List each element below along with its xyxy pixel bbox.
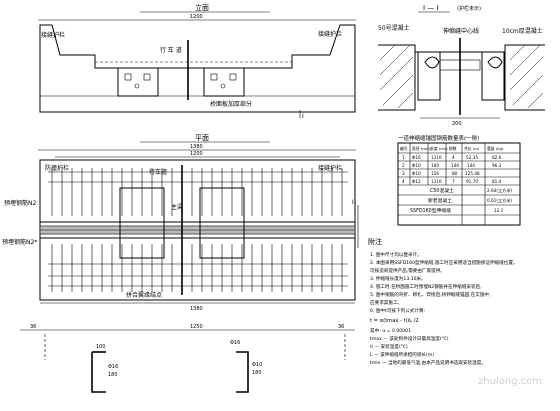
note-line: 1. 图中尺寸均以厘米计。 [370, 251, 422, 258]
detail-bar1-dim-top: 100 [96, 344, 106, 350]
rebar-grid [48, 171, 348, 287]
table-cell: 3 [402, 171, 405, 176]
table-new-value: 0.61(立方米) [487, 197, 513, 204]
table-c50-value: 2.64(立方米) [487, 187, 513, 194]
section-label-concrete: 50号混凝土 [378, 24, 410, 32]
quantity-table: 一道伸缩缝锚固钢筋数量表(一侧) 编号 直径 (mm) 长度 (cm) 根数 共… [397, 134, 521, 226]
elevation-center-label: 行 车 道 [160, 46, 182, 54]
section-subtitle: (护栏未示) [457, 5, 481, 12]
table-cell: 2 [402, 163, 405, 168]
table-cell: 156 [431, 171, 439, 176]
plan-view: 平面 1380 1200 行车道 防撞护栏 接缝护栏 主梁 预埋钢筋N2 预埋钢… [2, 134, 359, 312]
rebar-details: 36 1250 36 100 Φ16 180 Φ16 Φ10 180 [20, 324, 355, 393]
table-header-1: 直径 (mm) [412, 146, 432, 151]
table-cell: 1 [402, 155, 405, 160]
section-dim-bottom: 200 [452, 121, 462, 127]
table-header-4: 共长 (m) [464, 146, 480, 151]
table-cell: Φ10 [412, 171, 421, 176]
note-line: 其中: α = 0.00001 [370, 327, 411, 334]
plan-title: 平面 [195, 134, 209, 142]
table-header-2: 长度 (cm) [430, 146, 448, 151]
table-new-label: 新老混凝土 [428, 197, 452, 204]
watermark: zhulong.com [478, 376, 542, 387]
note-line: 4. 施工时,在桥面施工时预埋N2钢筋并在伸缩缝安装后, [370, 283, 482, 290]
plan-label-left-top: 防撞护栏 [45, 164, 69, 172]
table-cell: 91.70 [466, 179, 478, 184]
table-cell: Φ10 [412, 163, 421, 168]
plan-label-center-top: 行车道 [149, 168, 167, 176]
note-line: tmin — 当地的最低气温,由本产品说明书选取安装温度。 [370, 359, 486, 366]
note-line: ti — 安装温度(℃) [370, 343, 408, 350]
notes-block: 附注 1. 图中尺寸均以厘米计。 2. 本图采用SSFD160型伸缩缝,施工时应… [368, 237, 518, 366]
table-cell: 7 [452, 179, 455, 184]
note-line: tmax — 该处构件设计日最高温度(℃) [370, 335, 449, 342]
elevation-section-marker: I [302, 113, 304, 120]
section-label-right: 10cm厚混凝土 [502, 27, 543, 35]
detail-bar1-dim: 180 [108, 372, 118, 378]
plan-label-n2-star: 预埋钢筋N2* [2, 238, 37, 246]
table-ssfd-value: 12.1 [494, 208, 504, 213]
plan-dim-total: 1380 [190, 144, 203, 150]
plan-label-bottom: 拼合翼缘结点 [126, 291, 162, 299]
table-cell: 1310 [431, 179, 442, 184]
elevation-title: 立面 [195, 3, 209, 12]
detail-left-dim: 36 [30, 324, 36, 330]
table-cell: 4 [402, 179, 405, 184]
table-ssfd-label: SSFD160型伸缩缝 [410, 207, 451, 214]
plan-dim-inner: 1200 [190, 151, 203, 157]
section-label-center: 伸缩缝中心线 [443, 27, 479, 35]
table-cell: 80 [452, 171, 458, 176]
detail-bar2-dim-top: Φ16 [230, 340, 240, 346]
detail-bar2-dim: 180 [252, 370, 262, 376]
note-line: 5. 图中钢筋的弯折、绑扎、焊接后,将伸缩缝锚固,在实施中, [370, 291, 491, 298]
plan-section-marker: I [352, 199, 354, 206]
elevation-bottom-label: 桥面板加厚部分 [210, 100, 252, 108]
table-c50-label: C50混凝土 [430, 187, 454, 194]
table-cell: 125.48 [465, 171, 480, 176]
table-cell: 81.4 [492, 179, 502, 184]
note-line: 2. 本图采用SSFD160型伸缩缝,施工时应采用适当措施保证伸缩缝位置。 [370, 259, 518, 266]
table-cell: 140 [467, 163, 475, 168]
table-cell: 100 [431, 163, 439, 168]
detail-bar1-label: Φ16 [108, 364, 118, 370]
table-cell: 140 [451, 163, 459, 168]
plan-label-center: 主梁 [171, 203, 183, 211]
table-cell: 1310 [431, 155, 442, 160]
note-line: 可按造商提供产品,需要由厂家提供。 [370, 267, 445, 274]
table-header-3: 根数 [449, 146, 457, 151]
table-header-0: 编号 [400, 146, 408, 151]
table-cell: 82.6 [492, 155, 502, 160]
table-cell: 52.35 [466, 155, 478, 160]
table-cell: Φ12 [412, 179, 421, 184]
note-line: t = α(tmax - ti)L /2 [370, 318, 419, 324]
table-cell: 96.3 [492, 163, 502, 168]
section-title: I — I [423, 4, 439, 12]
table-cell: Φ16 [412, 155, 421, 160]
note-line: L — 该伸缩缝所承担的梁长(m) [370, 351, 434, 358]
elevation-right-label: 接缝护栏 [318, 30, 342, 38]
note-line: 3. 伸缩缝长度为13.10米。 [370, 275, 426, 282]
detail-mid-dim: 1250 [190, 324, 203, 330]
section-view: I — I (护栏未示) 50号混凝土 伸缩缝中心线 10cm厚混凝土 200 [378, 4, 545, 127]
detail-right-dim: 36 [338, 324, 344, 330]
elevation-left-label: 接缝护栏 [41, 31, 65, 39]
note-line: 6. 图中t可按下列公式计算: [370, 307, 426, 314]
rebar-vertical-bars [51, 168, 343, 292]
note-line: 应要求其施工。 [370, 299, 402, 306]
table-header-5: 重量 (kg) [487, 146, 504, 151]
table-cell: 4 [452, 155, 455, 160]
plan-label-right-top: 接缝护栏 [318, 164, 342, 172]
elevation-view: 立面 1200 接缝护栏 行 车 道 接缝护栏 桥面板加厚部分 I [38, 3, 356, 120]
detail-bar2-label: Φ10 [252, 362, 262, 368]
plan-label-n2: 预埋钢筋N2 [4, 199, 36, 207]
plan-dim-bottom: 1380 [190, 306, 203, 312]
elevation-dim-top: 1200 [190, 14, 203, 20]
table-title: 一道伸缩缝锚固钢筋数量表(一侧) [398, 134, 479, 142]
notes-title: 附注 [368, 237, 382, 246]
